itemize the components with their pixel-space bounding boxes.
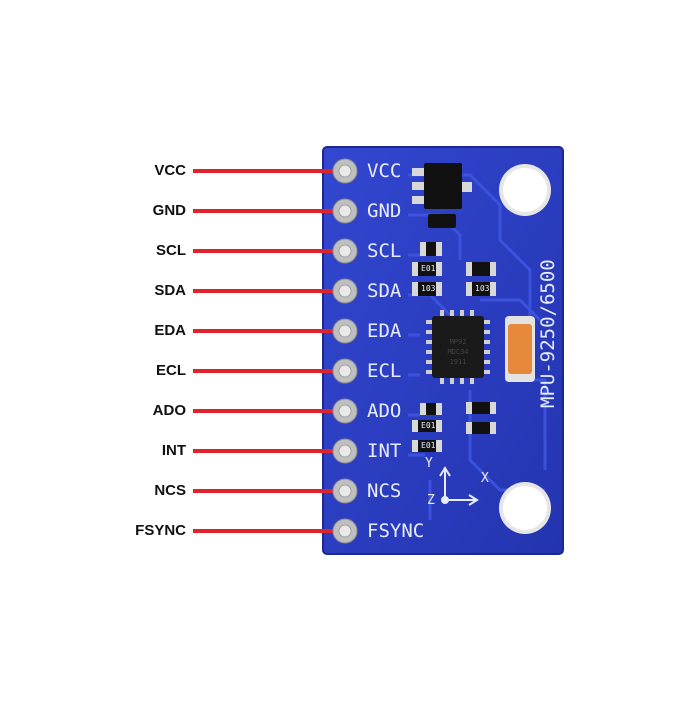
wires (193, 169, 341, 533)
voltage-regulator (412, 163, 472, 228)
pin-pad-ncs (332, 478, 358, 504)
pin-label-ado: ADO (152, 402, 186, 419)
svg-text:MDC34: MDC34 (447, 348, 468, 356)
pin-label-gnd: GND (152, 202, 186, 219)
pcb-board-edge (322, 146, 564, 555)
resistor-code: E01 (421, 441, 436, 450)
pin-label-scl: SCL (156, 242, 186, 259)
tantalum-capacitor (505, 316, 535, 382)
resistor-code: E01 (421, 421, 436, 430)
pin-label-vcc: VCC (154, 162, 186, 179)
pin-label-sda: SDA (154, 282, 186, 299)
pin-label-ncs: NCS (154, 482, 186, 499)
pin-pad-ado (332, 398, 358, 424)
resistor-code: E01 (421, 264, 436, 273)
silkscreen-label-sda: SDA (367, 280, 402, 302)
silkscreen-label-scl: SCL (367, 240, 402, 262)
model-text: MPU-9250/6500 (537, 259, 559, 408)
pin-pad-scl (332, 238, 358, 264)
mounting-hole-top (499, 164, 551, 216)
silkscreen-label-int: INT (367, 440, 402, 462)
pin-pad-sda (332, 278, 358, 304)
silkscreen-label-vcc: VCC (367, 160, 402, 182)
pin-label-eda: EDA (154, 322, 186, 339)
pin-pad-ecl (332, 358, 358, 384)
silkscreen-label-ado: ADO (367, 400, 402, 422)
pin-headers (332, 158, 358, 544)
silkscreen-label-gnd: GND (367, 200, 402, 222)
axis-x-label: X (481, 471, 489, 486)
silkscreen-label-ecl: ECL (367, 360, 402, 382)
silkscreen-label-ncs: NCS (367, 480, 402, 502)
svg-text:1911: 1911 (450, 358, 467, 366)
pin-label-fsync: FSYNC (135, 522, 186, 539)
pin-pad-int (332, 438, 358, 464)
svg-text:MP92: MP92 (450, 338, 467, 346)
pin-pad-eda (332, 318, 358, 344)
pin-label-ecl: ECL (156, 362, 186, 379)
pin-pad-gnd (332, 198, 358, 224)
silkscreen-label-fsync: FSYNC (367, 520, 425, 542)
pin-label-int: INT (161, 442, 186, 459)
imu-chip: MP92 MDC34 1911 (426, 310, 490, 384)
mounting-hole-bottom (499, 482, 551, 534)
pin-pad-fsync (332, 518, 358, 544)
axis-y-label: Y (425, 456, 433, 471)
pin-pad-vcc (332, 158, 358, 184)
axis-z-label: Z (427, 493, 435, 508)
axis-indicator (439, 466, 479, 506)
silkscreen-label-eda: EDA (367, 320, 402, 342)
resistor-code: 103 (475, 284, 490, 293)
smd-components (412, 242, 496, 452)
resistor-code: 103 (421, 284, 436, 293)
